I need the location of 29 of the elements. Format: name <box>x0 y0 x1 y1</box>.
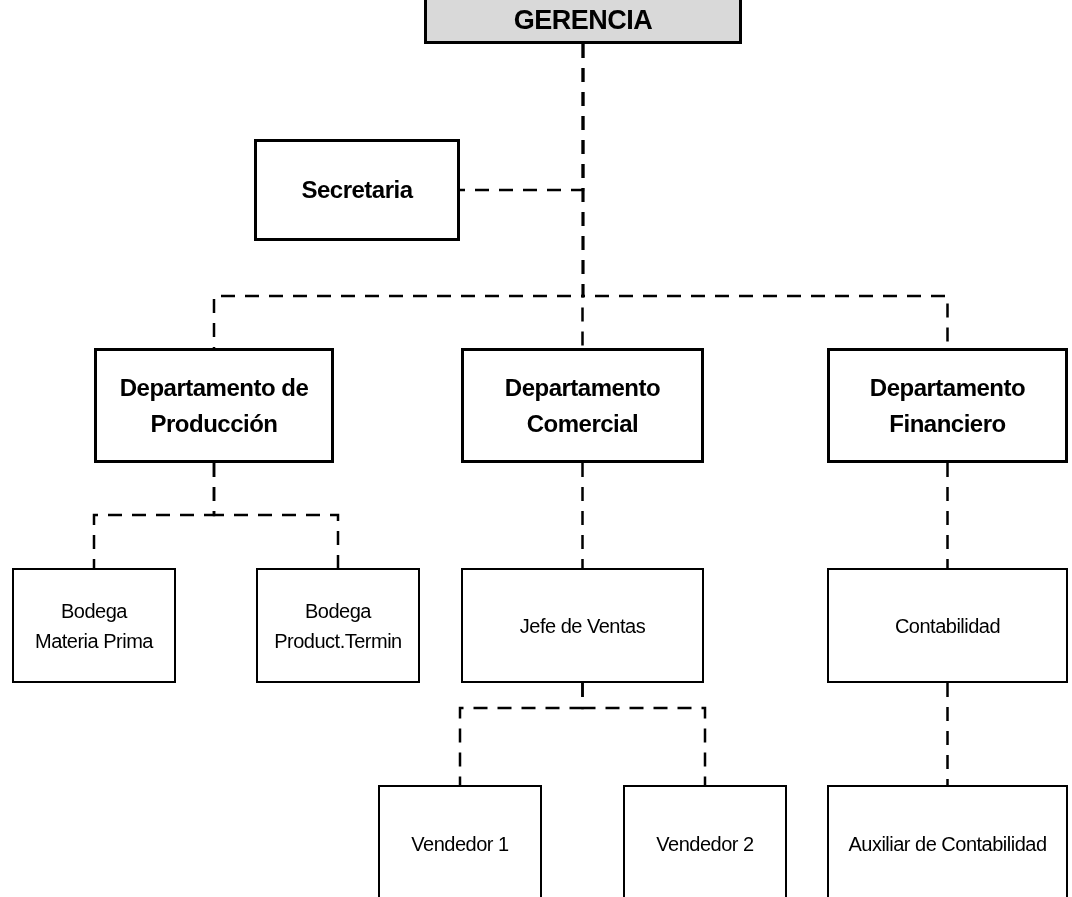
box-label: Departamento Financiero <box>868 372 1027 439</box>
org-box <box>378 785 542 897</box>
box-label: Departamento Comercial <box>503 372 662 439</box>
org-box <box>94 348 334 463</box>
connector-line <box>946 683 949 785</box>
org-box <box>12 568 176 683</box>
connector-line <box>946 463 949 568</box>
box-label: Secretaria <box>300 175 415 205</box>
org-box <box>827 785 1068 897</box>
org-box <box>254 139 460 241</box>
box-label: Auxiliar de Contabilidad <box>847 832 1048 857</box>
connector-line <box>581 463 584 568</box>
org-box <box>461 348 704 463</box>
org-box <box>827 568 1068 683</box>
box-label: Jefe de Ventas <box>518 613 647 639</box>
box-label: Vendedor 2 <box>655 832 755 857</box>
connector-line <box>212 463 340 568</box>
box-label: GERENCIA <box>512 3 654 37</box>
box-label: Vendedor 1 <box>410 832 510 857</box>
org-box <box>827 348 1068 463</box>
org-box <box>424 0 742 44</box>
org-box <box>256 568 420 683</box>
box-label: Bodega Product.Termin <box>273 598 403 654</box>
org-box <box>623 785 787 897</box>
box-label: Bodega Materia Prima <box>34 598 155 654</box>
connector-line <box>581 683 707 785</box>
org-box <box>461 568 704 683</box>
box-label: Contabilidad <box>893 613 1002 639</box>
box-label: Departamento de Producción <box>118 372 310 439</box>
